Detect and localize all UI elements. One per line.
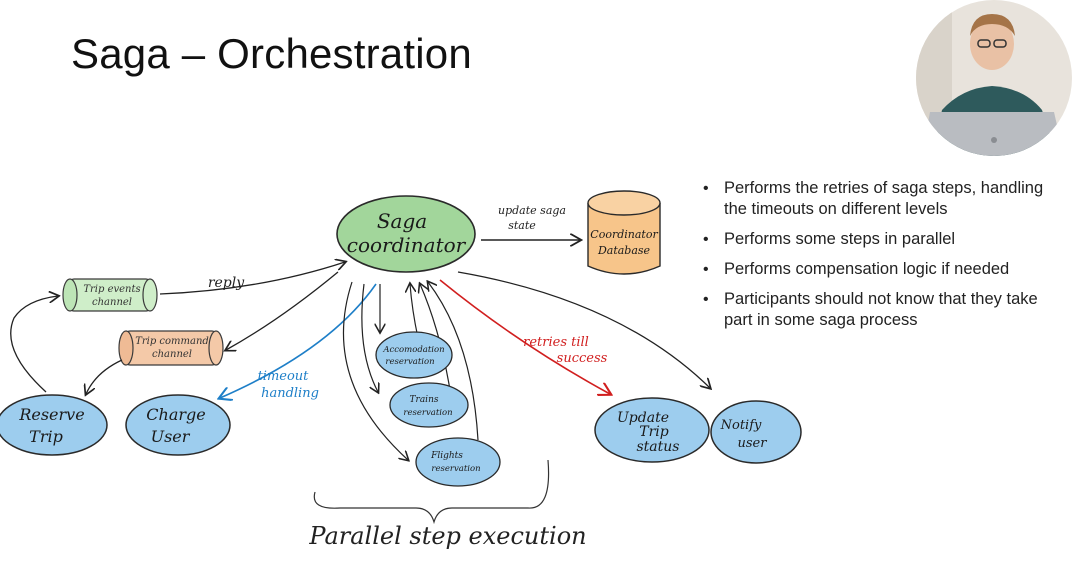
trains-label-1: Trains <box>410 395 439 405</box>
trains-label-2: reservation <box>403 408 452 418</box>
command-channel-label-2: channel <box>152 349 192 360</box>
coordinator-label-2: coordinator <box>347 233 467 257</box>
accommodation-label-1: Accomodation <box>382 345 444 355</box>
timeout-label-1: timeout <box>258 369 310 384</box>
update-trip-status-node: Update Trip status <box>594 397 710 463</box>
charge-user-label-1: Charge <box>146 405 205 424</box>
charge-user-label-2: User <box>151 427 191 446</box>
notify-user-label-2: user <box>738 436 768 451</box>
coordinator-database-node: Coordinator Database <box>587 190 661 275</box>
accommodation-label-2: reservation <box>385 357 434 367</box>
retries-label-1: retries till <box>523 335 589 350</box>
trip-events-channel: Trip events channel <box>62 278 158 312</box>
reply-label: reply <box>208 275 245 291</box>
reserve-trip-label-1: Reserve <box>18 405 84 424</box>
retries-label-2: success <box>557 351 608 366</box>
bullet-item: Performs the retries of saga steps, hand… <box>700 178 1070 220</box>
saga-coordinator-node: Saga coordinator <box>336 195 476 273</box>
parallel-step-label: Parallel step execution <box>308 522 586 550</box>
accommodation-node: Accomodation reservation <box>375 331 453 379</box>
notify-user-node: Notify user <box>710 400 802 464</box>
charge-user-node: Charge User <box>125 394 231 456</box>
presenter-webcam <box>912 0 1072 156</box>
reserve-trip-node: Reserve Trip <box>0 394 108 456</box>
bullet-item: Participants should not know that they t… <box>700 289 1070 331</box>
timeout-label-2: handling <box>261 386 319 401</box>
update-trip-label-2: Trip <box>639 424 669 440</box>
parallel-brace <box>313 459 550 525</box>
notify-user-label-1: Notify <box>720 418 762 433</box>
bullet-list: Performs the retries of saga steps, hand… <box>700 178 1070 340</box>
bullet-item: Performs compensation logic if needed <box>700 259 1070 280</box>
command-channel-label-1: Trip command <box>135 336 209 347</box>
slide-title: Saga – Orchestration <box>71 30 472 77</box>
database-label-1: Coordinator <box>590 228 658 241</box>
events-channel-label-1: Trip events <box>83 284 140 295</box>
reserve-trip-label-2: Trip <box>29 427 63 446</box>
update-saga-label-1: update saga <box>498 204 566 217</box>
update-trip-label-3: status <box>637 439 680 455</box>
database-label-2: Database <box>597 244 651 257</box>
coordinator-label-1: Saga <box>377 209 427 233</box>
update-saga-label-2: state <box>508 219 536 232</box>
flights-label-2: reservation <box>431 464 480 474</box>
flights-node: Flights reservation <box>415 437 501 487</box>
trip-command-channel: Trip command channel <box>118 330 224 366</box>
update-trip-label-1: Update <box>617 410 669 426</box>
trains-node: Trains reservation <box>389 382 469 428</box>
flights-label-1: Flights <box>430 451 463 461</box>
events-channel-label-2: channel <box>92 297 132 308</box>
bullet-item: Performs some steps in parallel <box>700 229 1070 250</box>
